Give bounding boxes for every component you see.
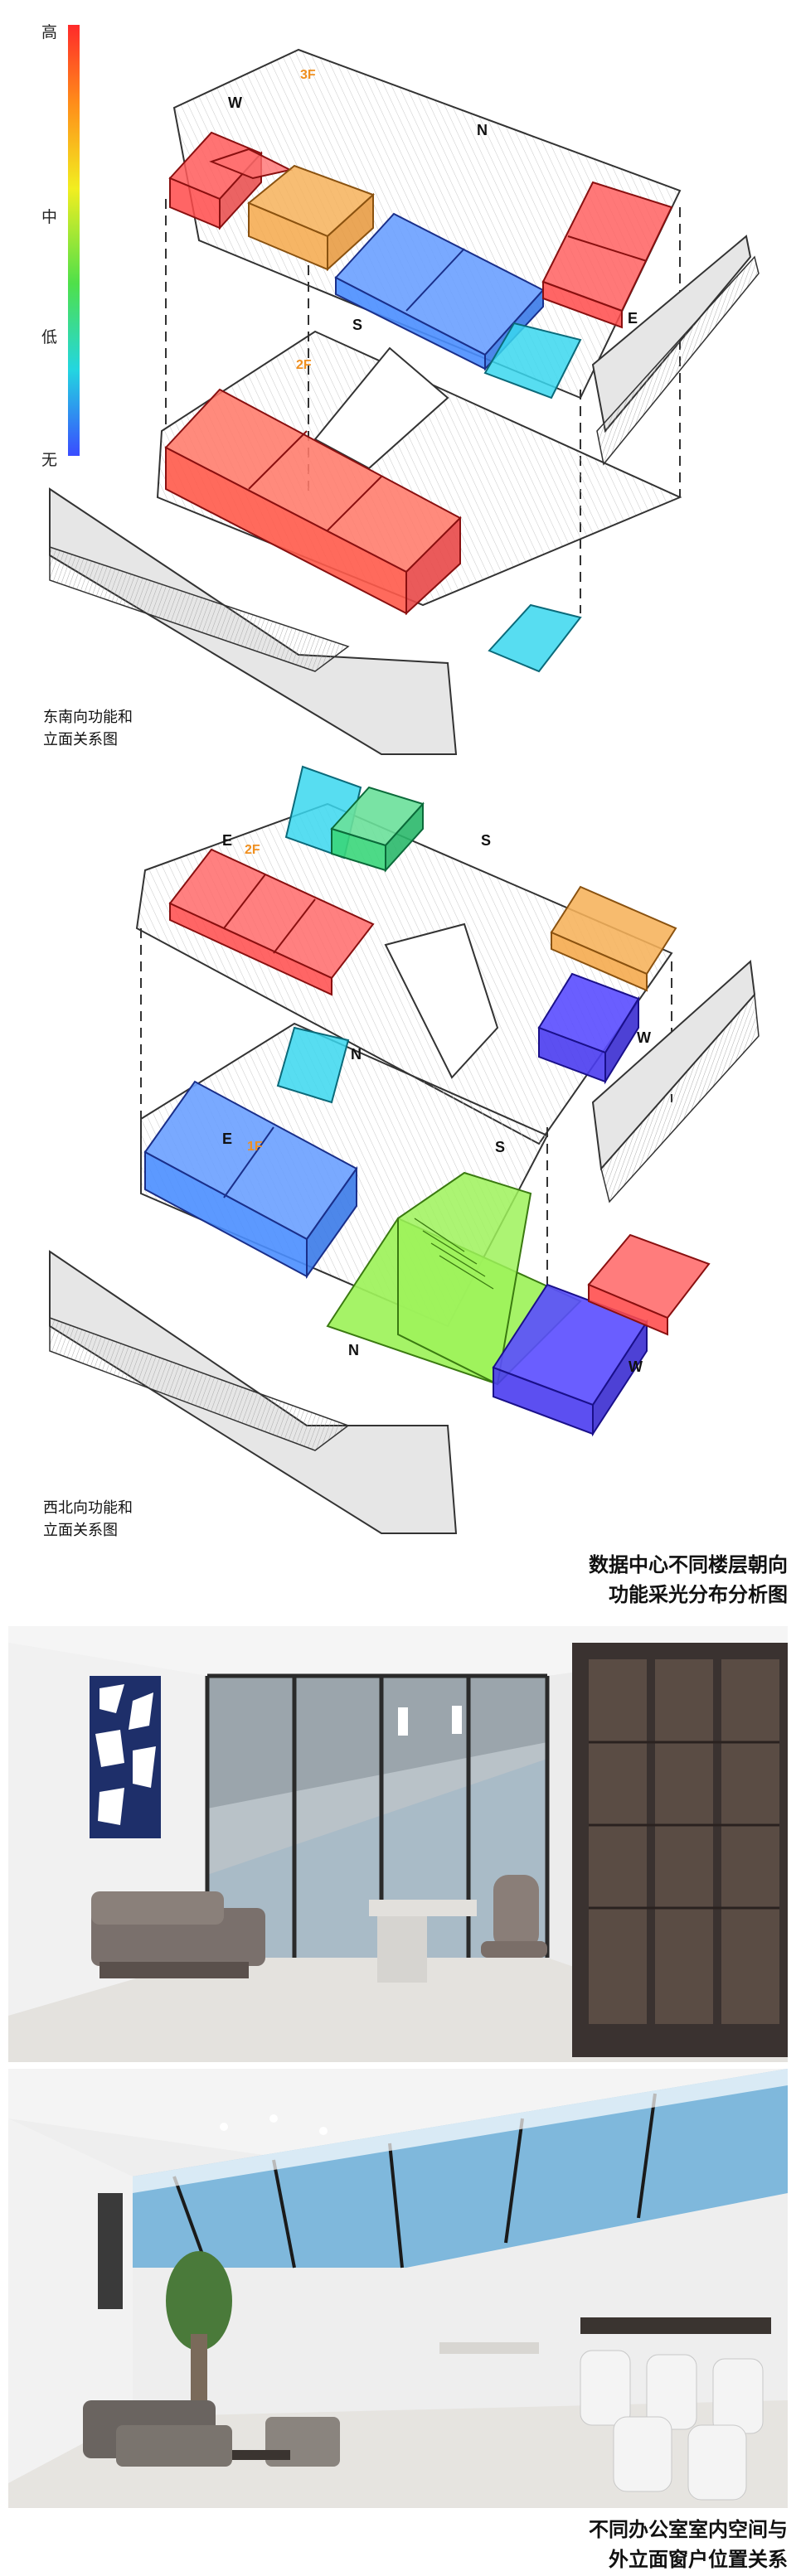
1f-blue-block [143,1080,358,1280]
legend-gradient-bar [68,25,80,456]
compass-s-top: S [352,317,362,333]
3f-blue-block [334,212,545,371]
northwest-diagram: 2F 1F E S N W E S N W [49,765,760,1534]
legend-label-low: 低 [41,328,58,346]
northwest-caption: 西北向功能和 立面关系图 [43,1497,133,1542]
compass-n-bottom-upper: N [351,1046,362,1063]
legend-label-none: 无 [41,451,58,469]
compass-s-bottom-upper: S [481,832,491,849]
3f-orange-block [247,164,375,272]
2f-void [313,346,449,470]
southeast-diagram: 3F 2F W N S E [49,48,760,755]
photos-caption-line2: 外立面窗户位置关系 [609,2548,788,2571]
southeast-caption-line1: 东南向功能和 [43,709,133,726]
2f-stair-block [488,603,582,673]
northwest-caption-line1: 西北向功能和 [43,1499,133,1517]
compass-n-top: N [477,122,488,138]
3f-east-block [541,181,673,329]
2f-red-block [164,388,462,616]
label-2f-top: 2F [296,358,312,372]
compass-w-top: W [228,94,242,111]
compass-w-bottom-upper: W [637,1029,651,1046]
summary-caption-line1: 数据中心不同楼层朝向 [589,1553,788,1576]
1f-indigo-block [492,1283,648,1437]
compass-s-bottom-lower: S [495,1139,505,1155]
southeast-caption: 东南向功能和 立面关系图 [43,706,133,751]
3f-west-block [168,131,293,230]
1f-stair-block [276,1026,350,1104]
southeast-caption-line2: 立面关系图 [43,731,118,748]
southeast-facade-panel-upper [591,235,752,433]
northwest-caption-line2: 立面关系图 [43,1522,118,1539]
office-render-photo-1 [8,1626,788,2062]
office-render-photo-2 [8,2069,788,2508]
label-3f: 3F [300,68,316,82]
2f-void-nw [384,922,499,1079]
2f-indigo-block [537,972,640,1085]
legend: 高 中 低 无 [25,18,91,469]
compass-e-top: E [628,310,638,327]
2f-green-block [330,786,425,873]
1f-red-block [587,1233,711,1336]
photos-caption-line1: 不同办公室室内空间与 [589,2518,788,2541]
photos-caption: 不同办公室室内空间与 外立面窗户位置关系 [589,2515,788,2574]
2f-red-block-nw [168,848,375,996]
summary-caption-line2: 功能采光分布分析图 [609,1583,788,1606]
compass-n-bottom-lower: N [348,1342,359,1358]
legend-label-mid: 中 [41,208,58,226]
compass-w-bottom-lower: W [629,1358,643,1375]
compass-e-bottom-lower: E [222,1131,232,1147]
summary-caption: 数据中心不同楼层朝向 功能采光分布分析图 [589,1550,788,1610]
3f-stair-block [483,322,582,399]
label-2f-bottom: 2F [245,843,260,857]
label-1f: 1F [247,1140,263,1154]
compass-e-bottom-upper: E [222,832,232,849]
2f-orange-block [550,885,677,992]
legend-label-high: 高 [41,23,58,41]
